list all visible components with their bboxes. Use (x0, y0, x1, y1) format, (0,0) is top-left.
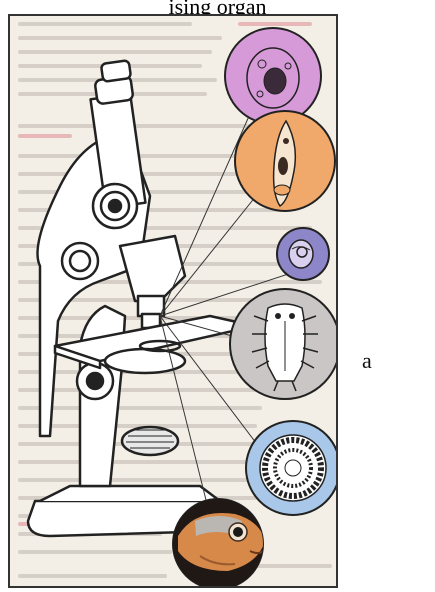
cell-amoeba-icon (225, 28, 321, 124)
pollen-grain-icon (246, 421, 336, 515)
tardigrade-icon (230, 289, 336, 399)
paramecium-icon (235, 111, 335, 211)
small-cell-icon (277, 228, 329, 280)
partial-caption: ising organ (0, 0, 435, 14)
figure-svg (10, 16, 336, 586)
microscope-figure (8, 14, 338, 588)
figure-label-a: a (362, 348, 372, 374)
